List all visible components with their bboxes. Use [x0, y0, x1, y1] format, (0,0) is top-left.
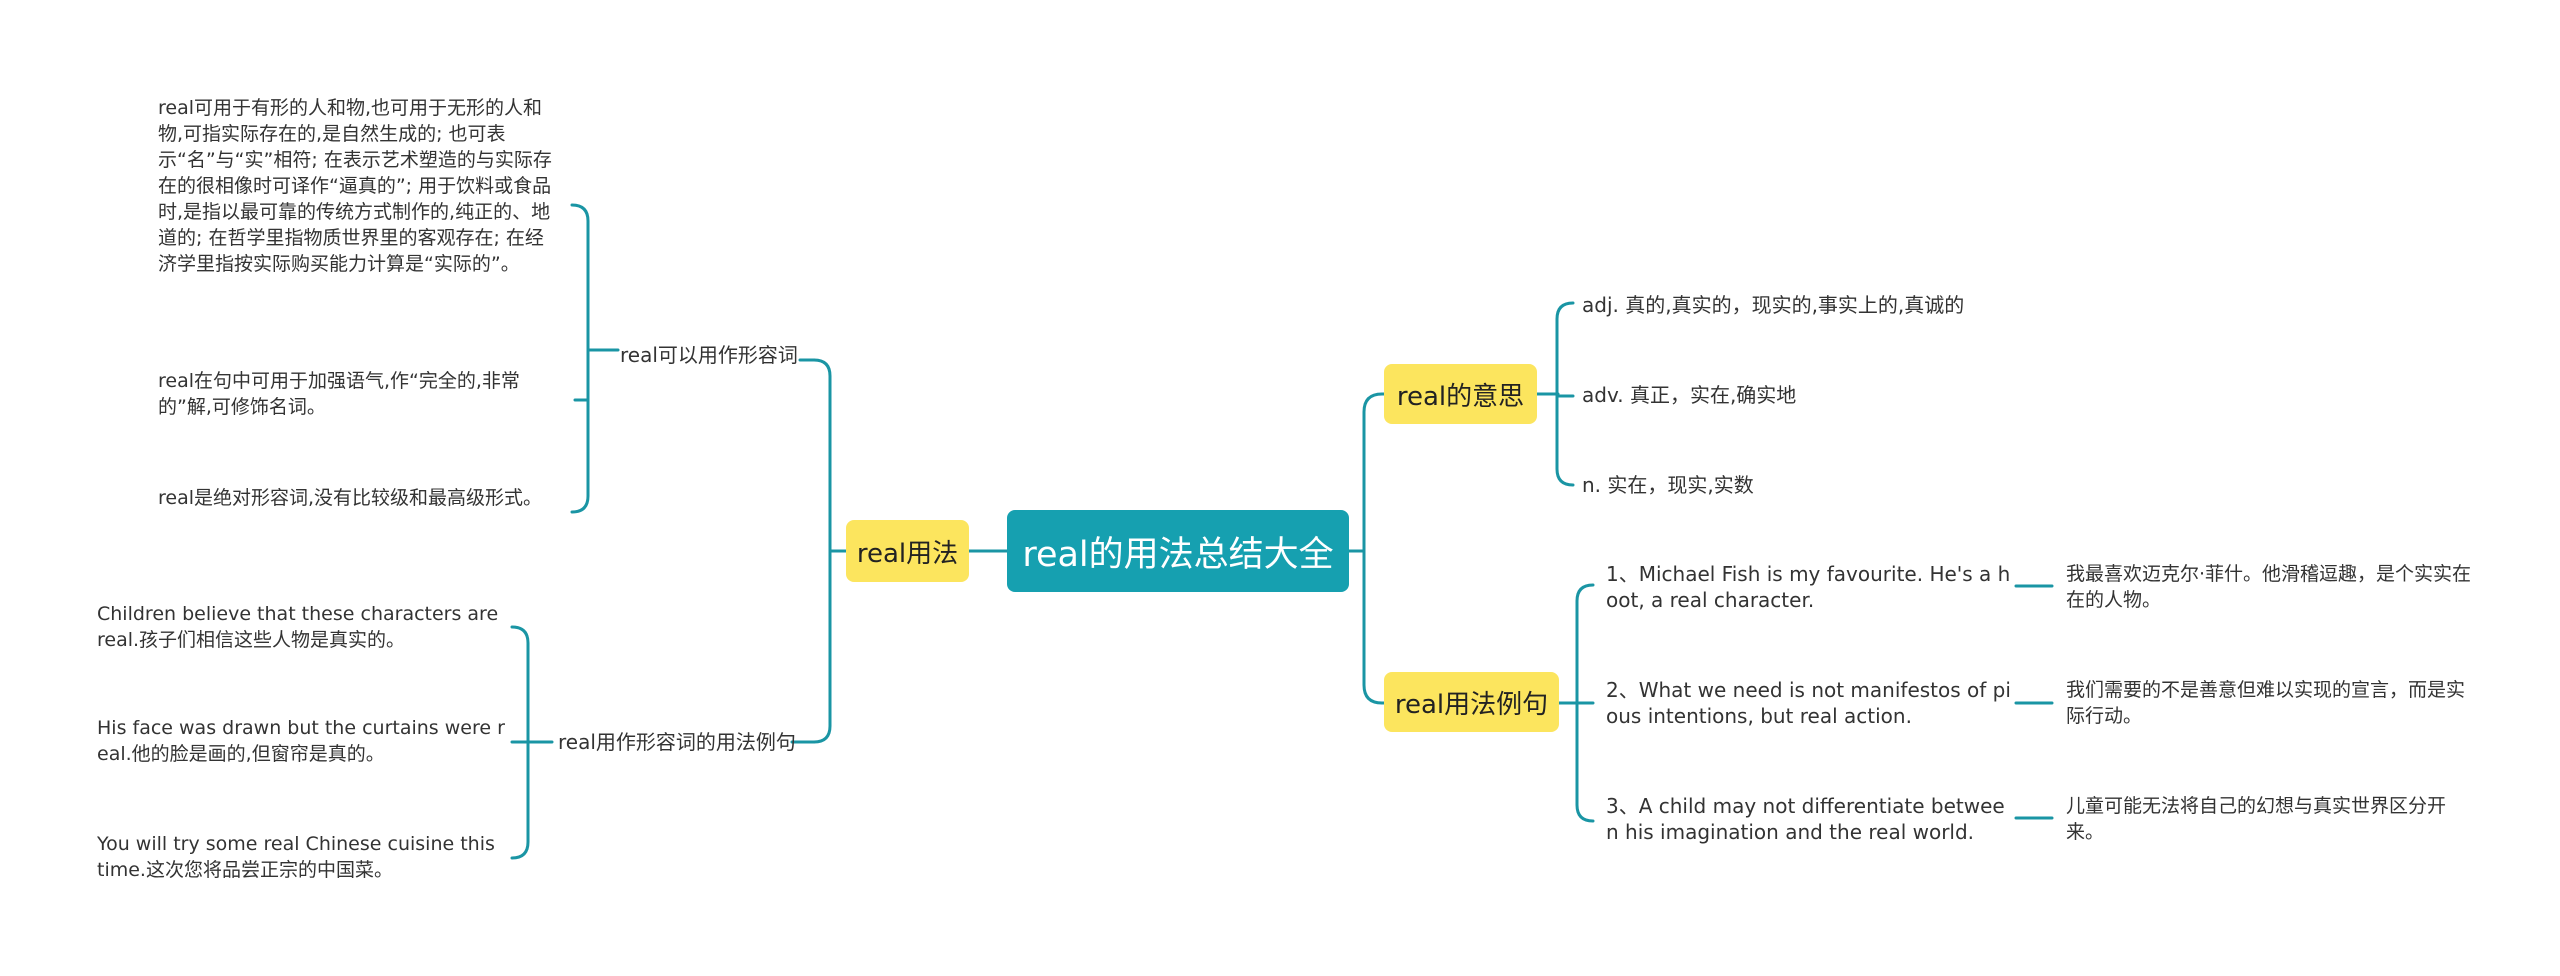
bracket-group1 [570, 203, 590, 514]
leaf-example-en-1[interactable]: 1、Michael Fish is my favourite. He's a h… [1606, 562, 2011, 612]
leaf-example-sentence-1[interactable]: Children believe that these characters a… [97, 603, 499, 651]
leaf-example-en-2[interactable]: 2、What we need is not manifestos of piou… [1606, 678, 2011, 728]
root-topic[interactable]: real的用法总结大全 [1007, 510, 1349, 592]
leaf-meaning-adv[interactable]: adv. 真正，实在,确实地 [1582, 383, 1797, 407]
topic-real-examples[interactable]: real用法例句 [1384, 672, 1559, 732]
bracket-right [1362, 392, 1384, 705]
leaf-example-zh-3[interactable]: 儿童可能无法将自己的幻想与真实世界区分开来。 [2066, 795, 2447, 843]
leaf-example-sentence-3[interactable]: You will try some real Chinese cuisine t… [97, 833, 495, 881]
leaf-meaning-adj[interactable]: adj. 真的,真实的，现实的,事实上的,真诚的 [1582, 293, 1965, 317]
topic-real-meaning[interactable]: real的意思 [1384, 364, 1537, 424]
leaf-meaning-noun[interactable]: n. 实在，现实,实数 [1582, 473, 1754, 497]
leaf-example-en-3[interactable]: 3、A child may not differentiate between … [1606, 794, 2005, 844]
leaf-adjective-note-1[interactable]: real可用于有形的人和物,也可用于无形的人和物,可指实际存在的,是自然生成的;… [158, 97, 552, 275]
leaf-example-zh-1[interactable]: 我最喜欢迈克尔·菲什。他滑稽逗趣，是个实实在在的人物。 [2066, 563, 2472, 611]
leaf-adjective-note-3[interactable]: real是绝对形容词,没有比较级和最高级形式。 [158, 487, 543, 509]
subtopic-adjective-examples[interactable]: real用作形容词的用法例句 [558, 730, 796, 754]
subtopic-adjective-usage[interactable]: real可以用作形容词 [620, 343, 798, 367]
bracket-left-topic [812, 358, 832, 744]
leaf-example-sentence-2[interactable]: His face was drawn but the curtains were… [97, 717, 505, 765]
topic-real-usage[interactable]: real用法 [846, 520, 969, 582]
leaf-example-zh-2[interactable]: 我们需要的不是善意但难以实现的宣言，而是实际行动。 [2066, 679, 2466, 727]
bracket-meaning [1555, 301, 1575, 487]
leaf-adjective-note-2[interactable]: real在句中可用于加强语气,作“完全的,非常的”解,可修饰名词。 [158, 370, 520, 418]
